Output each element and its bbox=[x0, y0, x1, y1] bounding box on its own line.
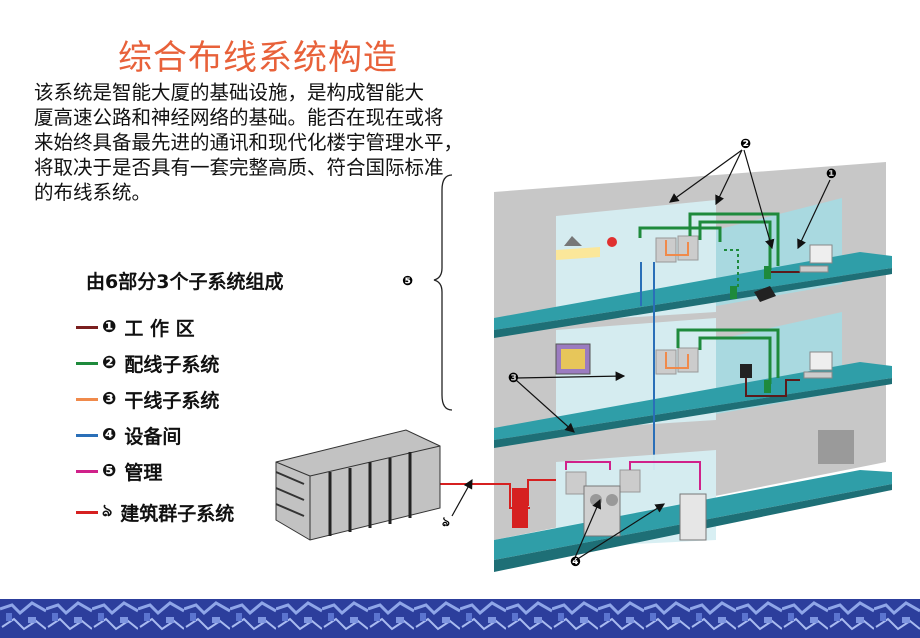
description-line: 厦高速公路和神经网络的基础。能否在现在或将 bbox=[34, 106, 444, 129]
description-paragraph: 该系统是智能大厦的基础设施，是构成智能大 厦高速公路和神经网络的基础。能否在现在… bbox=[34, 80, 504, 205]
legend-line-icon bbox=[76, 325, 98, 329]
floor-2 bbox=[494, 262, 892, 470]
legend-number: ❺ bbox=[102, 461, 117, 481]
callout-1: ❶ bbox=[826, 167, 837, 182]
decorative-footer-band bbox=[0, 599, 920, 638]
legend-line-icon bbox=[76, 361, 98, 365]
description-line: 将取决于是否具有一套完整高质、符合国际标准 bbox=[34, 156, 444, 179]
brace-icon bbox=[433, 174, 453, 411]
description-line: 的布线系统。 bbox=[34, 181, 152, 204]
legend-item-equipment-room: ❹ 设备间 bbox=[76, 420, 181, 450]
callout-3: ❸ bbox=[508, 371, 519, 386]
building-cabling-diagram: ❷ ❶ ❺ ❸ ❹ ঌ bbox=[275, 137, 892, 572]
callout-6: ঌ bbox=[442, 515, 450, 530]
legend-number: ঌ bbox=[102, 501, 113, 521]
legend-line-icon bbox=[76, 397, 98, 401]
legend-item-administration: ❺ 管理 bbox=[76, 456, 162, 486]
composition-heading: 由6部分3个子系统组成 bbox=[86, 271, 284, 293]
description-line: 来始终具备最先进的通讯和现代化楼宇管理水平， bbox=[34, 131, 464, 154]
legend-number: ❶ bbox=[102, 317, 117, 337]
legend-number: ❷ bbox=[102, 353, 117, 373]
legend-label: 工 作 区 bbox=[124, 317, 195, 340]
campus-building-icon bbox=[275, 429, 441, 541]
legend-item-campus: ঌ 建筑群子系统 bbox=[76, 497, 234, 527]
floor-3 bbox=[494, 198, 892, 338]
legend-line-icon bbox=[76, 433, 98, 437]
legend-number: ❹ bbox=[102, 425, 117, 445]
callout-arrows bbox=[451, 149, 831, 561]
legend-item-work-area: ❶ 工 作 区 bbox=[76, 312, 195, 342]
callout-5: ❺ bbox=[402, 274, 413, 289]
floor-1 bbox=[440, 430, 892, 572]
legend-label: 设备间 bbox=[124, 425, 182, 448]
legend-number: ❸ bbox=[102, 389, 117, 409]
page-title: 综合布线系统构造 bbox=[118, 38, 398, 78]
callout-2: ❷ bbox=[740, 137, 751, 152]
legend-line-icon bbox=[76, 469, 98, 473]
legend-label: 干线子系统 bbox=[124, 389, 220, 412]
legend-label: 建筑群子系统 bbox=[120, 502, 235, 525]
legend-line-icon bbox=[76, 510, 98, 514]
legend-item-horizontal: ❷ 配线子系统 bbox=[76, 348, 219, 378]
description-line: 该系统是智能大厦的基础设施，是构成智能大 bbox=[34, 81, 425, 104]
legend-item-backbone: ❸ 干线子系统 bbox=[76, 384, 219, 414]
legend-label: 配线子系统 bbox=[124, 353, 220, 376]
legend-label: 管理 bbox=[124, 461, 163, 484]
callout-4: ❹ bbox=[570, 555, 581, 570]
